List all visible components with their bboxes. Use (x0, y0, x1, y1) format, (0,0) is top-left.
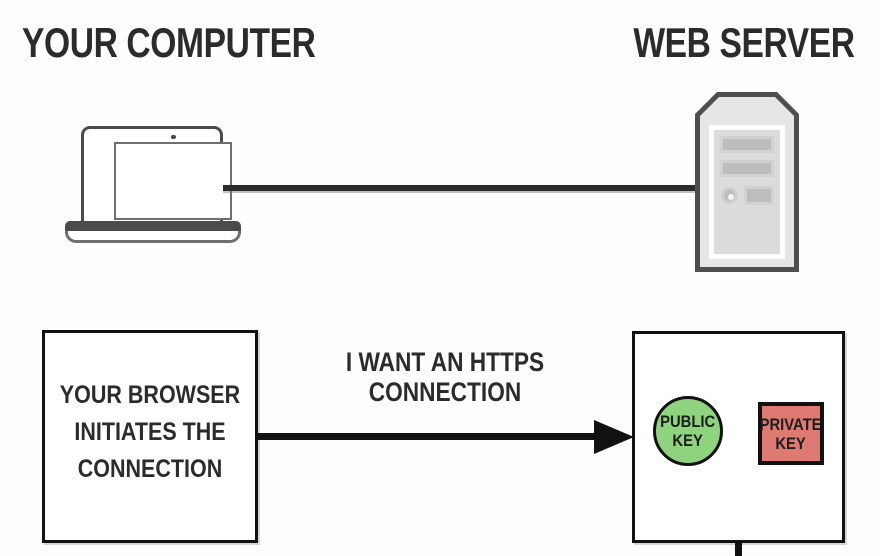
arrow-label-https-request: I WANT AN HTTPS CONNECTION (345, 347, 545, 407)
request-arrow-head-icon (594, 420, 634, 454)
server-drive-bay-1 (720, 136, 774, 153)
private-key-label: PRIVATE KEY (760, 414, 822, 453)
server-front-plate (714, 130, 780, 254)
heading-web-server: WEB SERVER (633, 19, 856, 66)
laptop-base-lip (65, 231, 241, 243)
server-box-downlink-line (735, 540, 742, 556)
public-key-badge: PUBLIC KEY (653, 396, 723, 466)
heading-your-computer: YOUR COMPUTER (22, 19, 316, 66)
laptop-icon (63, 126, 243, 246)
server-drive-bay-2 (720, 160, 774, 177)
private-key-badge: PRIVATE KEY (758, 402, 824, 465)
public-key-label: PUBLIC KEY (660, 412, 716, 450)
browser-initiates-box: YOUR BROWSER INITIATES THE CONNECTION (42, 330, 258, 543)
server-power-led-dot (728, 194, 734, 200)
server-tower-icon (695, 92, 799, 272)
request-arrow-shaft (258, 433, 616, 440)
server-optical-slot (744, 186, 774, 205)
laptop-camera-icon (171, 134, 176, 139)
network-connection-line (223, 185, 707, 191)
laptop-lid (81, 126, 232, 226)
laptop-screen (114, 142, 232, 220)
browser-initiates-label: YOUR BROWSER INITIATES THE CONNECTION (59, 381, 241, 483)
server-front-panel (709, 125, 785, 259)
server-power-led-icon (721, 187, 738, 204)
